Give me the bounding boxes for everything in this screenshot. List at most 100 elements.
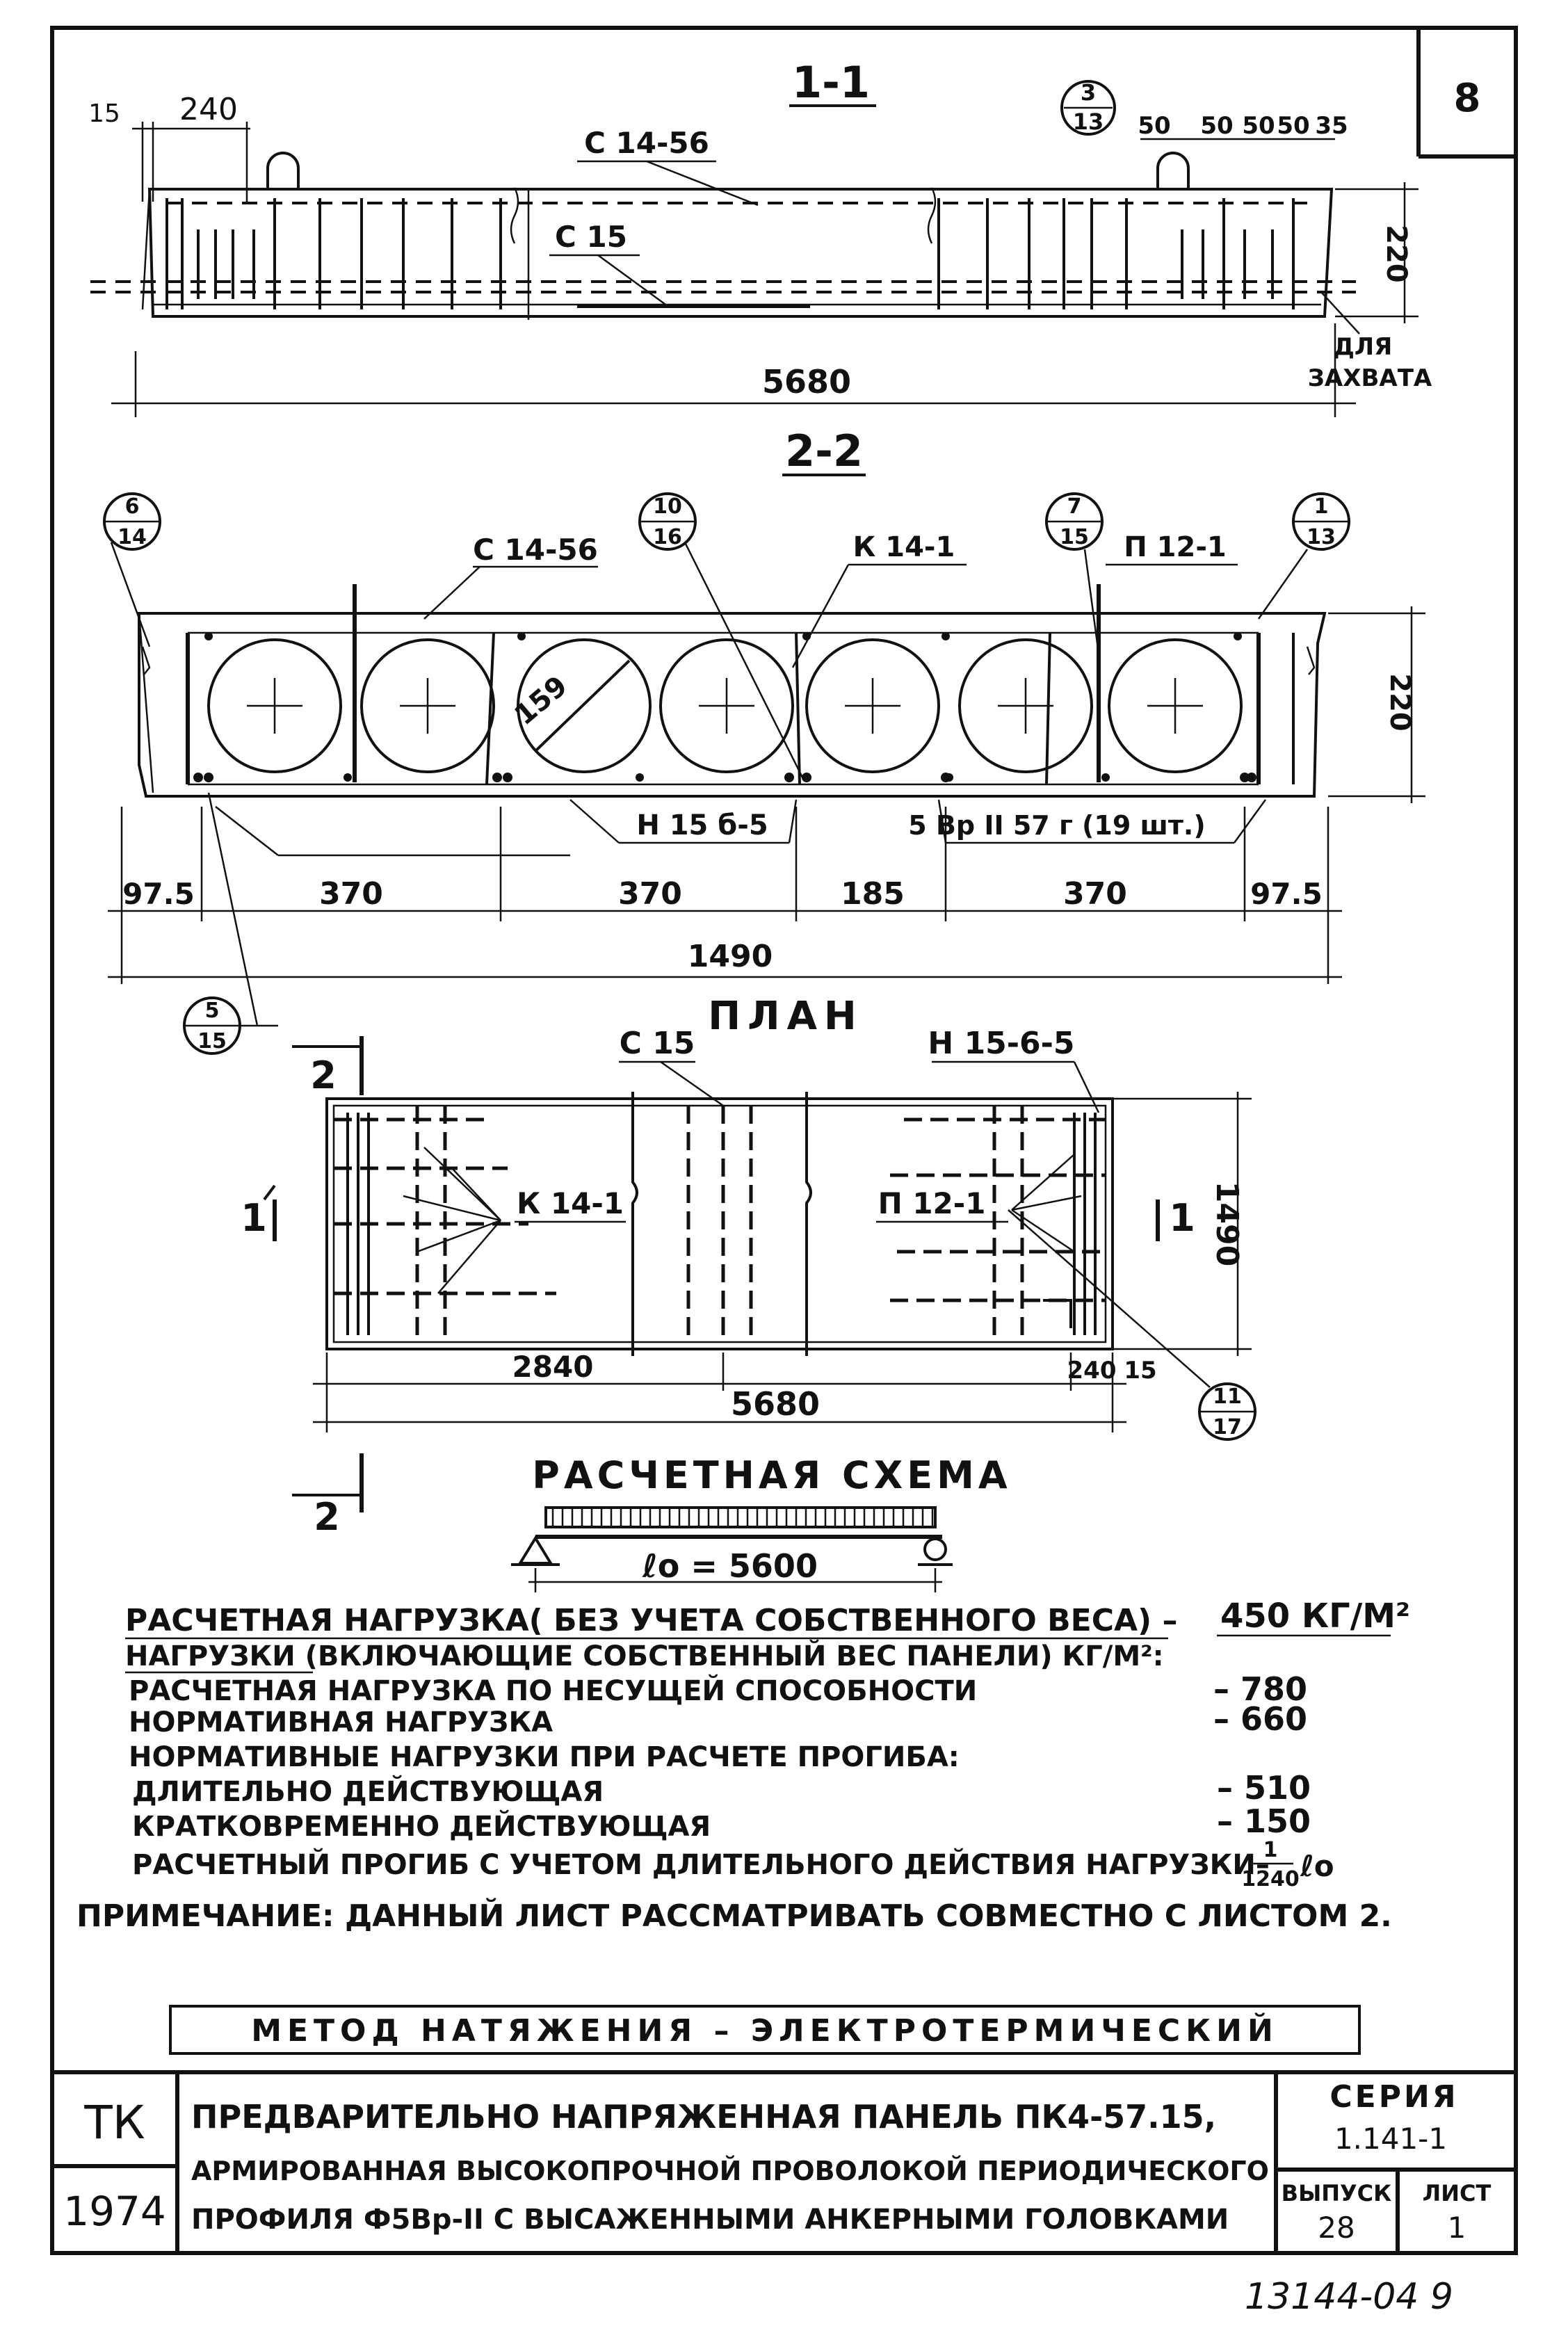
section-2-2: 2-2 6 14 10 16 7 15 1 13 С 14-56 К 14-1 xyxy=(103,426,1425,984)
callout-10-16: 10 16 xyxy=(638,492,697,551)
callout-6-14: 6 14 xyxy=(103,492,161,551)
deflection-numerator: 1 xyxy=(1263,1838,1278,1862)
dim-185: 185 xyxy=(841,876,905,912)
svg-text:13: 13 xyxy=(1307,525,1336,549)
loads-heading: НАГРУЗКИ (ВКЛЮЧАЮЩИЕ СОБСТВЕННЫЙ ВЕС ПАН… xyxy=(125,1639,1164,1672)
section-1-1-title: 1-1 xyxy=(792,57,870,108)
archive-number: 13144-04 9 xyxy=(1245,2276,1453,2318)
title-line-1: ПРЕДВАРИТЕЛЬНО НАПРЯЖЕННАЯ ПАНЕЛЬ ПК4-57… xyxy=(191,2098,1216,2136)
svg-text:11: 11 xyxy=(1213,1385,1242,1409)
section-2-2-title: 2-2 xyxy=(785,426,863,476)
label-p12-1-plan: П 12-1 xyxy=(878,1186,986,1220)
label-c15-plan: С 15 xyxy=(620,1026,695,1061)
method-box xyxy=(169,2005,1361,2055)
dim-50-c: 50 xyxy=(1242,112,1275,140)
label-k14-1-plan: К 14-1 xyxy=(517,1186,624,1220)
series-value: 1.141-1 xyxy=(1334,2122,1447,2156)
svg-text:5: 5 xyxy=(205,999,220,1023)
dim-240-plan: 240 xyxy=(1067,1357,1117,1385)
callout-7-15: 7 15 xyxy=(1045,492,1104,551)
series-label: СЕРИЯ xyxy=(1329,2079,1458,2115)
length-5680-1: 5680 xyxy=(762,363,851,401)
year: 1974 xyxy=(63,2188,166,2235)
width-1490-section: 1490 xyxy=(688,939,773,974)
section-mark-2-bottom: 2 xyxy=(314,1495,340,1539)
dim-35: 35 xyxy=(1315,112,1348,140)
org-code: ТК xyxy=(83,2096,145,2149)
dim-370-b: 370 xyxy=(618,876,682,912)
label-c14-56-section: С 14-56 xyxy=(473,533,598,567)
svg-text:14: 14 xyxy=(118,525,147,549)
load-row-2-value: – 660 xyxy=(1213,1700,1307,1738)
dim-97-5-right: 97.5 xyxy=(1250,877,1323,911)
load-row-2-label: НОРМАТИВНАЯ НАГРУЗКА xyxy=(129,1706,553,1738)
note-text: ПРИМЕЧАНИЕ: ДАННЫЙ ЛИСТ РАССМАТРИВАТЬ СО… xyxy=(76,1897,1392,1934)
load-row-5-label: КРАТКОВРЕМЕННО ДЕЙСТВУЮЩАЯ xyxy=(132,1809,711,1843)
section-mark-1-left: 1 xyxy=(241,1196,267,1240)
calc-scheme-title: РАСЧЕТНАЯ СХЕМА xyxy=(532,1453,1011,1497)
dim-15-left: 15 xyxy=(88,99,120,128)
svg-text:1: 1 xyxy=(1314,494,1329,519)
load-row-4-value: – 510 xyxy=(1217,1769,1311,1807)
method-text: МЕТОД НАТЯЖЕНИЯ – ЭЛЕКТРОТЕРМИЧЕСКИЙ xyxy=(251,2012,1279,2049)
height-220-1: 220 xyxy=(1380,225,1412,283)
title-block: ТК 1974 ПРЕДВАРИТЕЛЬНО НАПРЯЖЕННАЯ ПАНЕЛ… xyxy=(52,2070,1516,2253)
svg-text:17: 17 xyxy=(1213,1415,1242,1439)
label-p12-1-section: П 12-1 xyxy=(1124,531,1227,563)
issue-value: 28 xyxy=(1318,2211,1355,2245)
load-row-5-value: – 150 xyxy=(1217,1802,1311,1840)
svg-text:16: 16 xyxy=(653,525,682,549)
load-row-3-label: НОРМАТИВНЫЕ НАГРУЗКИ ПРИ РАСЧЕТЕ ПРОГИБА… xyxy=(129,1741,960,1773)
plan-view: ПЛАН 5 15 2 2 1 1 xyxy=(183,792,1256,1539)
label-k14-1-section: К 14-1 xyxy=(853,531,955,563)
dim-50-d: 50 xyxy=(1277,112,1309,140)
dim-50-a: 50 xyxy=(1138,112,1170,140)
plan-title: ПЛАН xyxy=(708,994,864,1039)
grip-note-2: ЗАХВАТА xyxy=(1308,364,1432,392)
load-row-1-label: РАСЧЕТНАЯ НАГРУЗКА ПО НЕСУЩЕЙ СПОСОБНОСТ… xyxy=(129,1674,977,1707)
design-load-value: 450 КГ/М² xyxy=(1220,1597,1410,1636)
sheet-frame xyxy=(50,26,1518,2255)
roller-support xyxy=(923,1537,947,1561)
length-5680-plan: 5680 xyxy=(731,1385,820,1423)
dim-240-left: 240 xyxy=(179,92,238,127)
deflection-label: РАСЧЕТНЫЙ ПРОГИБ С УЧЕТОМ ДЛИТЕЛЬНОГО ДЕ… xyxy=(132,1848,1270,1881)
label-n15-6-5-plan: Н 15-6-5 xyxy=(928,1026,1074,1061)
svg-text:7: 7 xyxy=(1067,494,1082,519)
width-1490-plan: 1490 xyxy=(1209,1181,1245,1266)
span-value: ℓo = 5600 xyxy=(642,1547,818,1585)
calc-scheme: РАСЧЕТНАЯ СХЕМА ℓo = 5600 xyxy=(511,1453,1011,1592)
svg-text:15: 15 xyxy=(197,1029,227,1054)
callout-3-13-top: 3 xyxy=(1081,79,1096,106)
callout-5-15: 5 15 xyxy=(183,996,241,1055)
sheet-value: 1 xyxy=(1448,2211,1466,2245)
dim-15-plan: 15 xyxy=(1124,1357,1156,1385)
svg-text:6: 6 xyxy=(125,494,140,519)
svg-text:15: 15 xyxy=(1060,525,1089,549)
load-row-1-value: – 780 xyxy=(1213,1670,1307,1708)
label-c15-top: С 15 xyxy=(555,220,627,254)
deflection-suffix: ℓo xyxy=(1300,1849,1334,1883)
dim-50-b: 50 xyxy=(1200,112,1233,140)
grip-note-1: ДЛЯ xyxy=(1334,333,1393,361)
label-n15b-5: Н 15 б-5 xyxy=(636,809,768,841)
hollow-cores: 159 xyxy=(207,638,1243,773)
sheet-label: ЛИСТ xyxy=(1423,2180,1492,2206)
callout-3-13-bottom: 13 xyxy=(1073,108,1104,135)
callout-11-17: 11 17 xyxy=(1198,1382,1256,1441)
height-220-2: 220 xyxy=(1384,673,1416,732)
svg-text:10: 10 xyxy=(653,494,682,519)
issue-label: ВЫПУСК xyxy=(1282,2180,1392,2206)
label-strands-5vr: 5 Вр II 57 г (19 шт.) xyxy=(908,810,1205,841)
design-load-label: РАСЧЕТНАЯ НАГРУЗКА( БЕЗ УЧЕТА СОБСТВЕННО… xyxy=(125,1603,1178,1638)
dim-370-a: 370 xyxy=(319,876,383,912)
label-c14-56-top: С 14-56 xyxy=(584,126,709,160)
section-1-1: 1-1 15 240 3 13 50 50 50 50 35 С 14-56 С… xyxy=(88,57,1432,417)
section-mark-2-top: 2 xyxy=(310,1054,337,1097)
load-strip xyxy=(544,1506,937,1528)
title-line-2: АРМИРОВАННАЯ ВЫСОКОПРОЧНОЙ ПРОВОЛОКОЙ ПЕ… xyxy=(191,2156,1269,2186)
section-mark-1-right: 1 xyxy=(1169,1196,1195,1240)
deflection-denominator: 1240 xyxy=(1241,1867,1300,1891)
dim-97-5-left: 97.5 xyxy=(122,877,195,911)
